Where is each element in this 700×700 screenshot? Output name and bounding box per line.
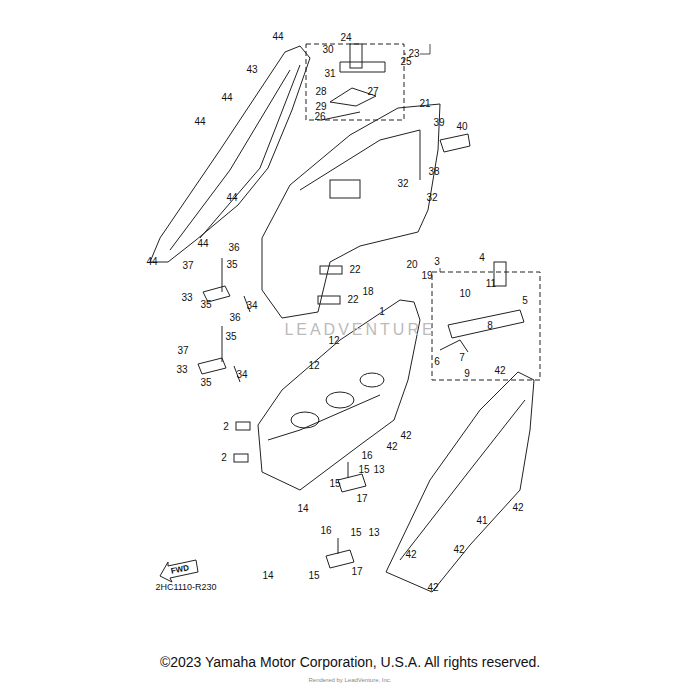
callout-number: 32 — [397, 179, 408, 189]
callout-number: 7 — [459, 353, 465, 363]
callout-number: 44 — [197, 239, 208, 249]
callout-number: 44 — [194, 117, 205, 127]
callout-number: 21 — [419, 99, 430, 109]
callout-number: 43 — [246, 65, 257, 75]
callout-number: 14 — [262, 571, 273, 581]
callout-number: 29 — [315, 102, 326, 112]
callout-number: 44 — [146, 257, 157, 267]
callout-number: 25 — [400, 57, 411, 67]
callout-number: 19 — [421, 271, 432, 281]
callout-number: 22 — [347, 295, 358, 305]
callout-number: 34 — [246, 301, 257, 311]
callout-number: 39 — [433, 118, 444, 128]
callout-number: 44 — [221, 93, 232, 103]
callout-number: 1 — [379, 307, 385, 317]
callout-number: 30 — [322, 45, 333, 55]
callout-number: 20 — [406, 260, 417, 270]
group-box — [432, 272, 540, 380]
callout-number: 35 — [200, 378, 211, 388]
callout-number: 6 — [434, 357, 440, 367]
callout-number: 35 — [226, 260, 237, 270]
callout-number: 14 — [297, 504, 308, 514]
callout-number: 8 — [487, 321, 493, 331]
callout-number: 10 — [459, 289, 470, 299]
callout-number: 44 — [272, 32, 283, 42]
callout-number: 36 — [229, 313, 240, 323]
watermark: LEADVENTURE — [284, 322, 435, 338]
callout-number: 28 — [315, 87, 326, 97]
callout-number: 18 — [362, 287, 373, 297]
callout-number: 42 — [453, 545, 464, 555]
callout-number: 44 — [226, 193, 237, 203]
direction-label: FWD — [170, 564, 189, 576]
callout-number: 15 — [350, 528, 361, 538]
callout-number: 27 — [367, 87, 378, 97]
callout-number: 38 — [428, 167, 439, 177]
callout-number: 16 — [320, 526, 331, 536]
callout-number: 15 — [329, 479, 340, 489]
callout-number: 26 — [314, 112, 325, 122]
callout-number: 37 — [182, 261, 193, 271]
group-box — [306, 44, 404, 120]
credit-note: Rendered by LeadVenture, Inc. — [308, 677, 391, 683]
callout-number: 33 — [181, 293, 192, 303]
callout-number: 42 — [400, 431, 411, 441]
side-panel — [386, 372, 534, 592]
callout-number: 5 — [522, 296, 528, 306]
callout-number: 40 — [456, 122, 467, 132]
callout-number: 2 — [221, 453, 227, 463]
callout-number: 42 — [405, 550, 416, 560]
callout-number: 2 — [223, 422, 229, 432]
callout-number: 31 — [324, 69, 335, 79]
callout-number: 22 — [349, 265, 360, 275]
callout-number: 13 — [368, 528, 379, 538]
callout-number: 35 — [225, 332, 236, 342]
callout-number: 24 — [340, 33, 351, 43]
callout-number: 42 — [386, 442, 397, 452]
side-panel — [150, 46, 310, 262]
callout-number: 17 — [356, 494, 367, 504]
callout-number: 13 — [373, 465, 384, 475]
diagram-code: 2HC1110-R230 — [155, 583, 216, 592]
callout-number: 34 — [236, 370, 247, 380]
callout-number: 4 — [479, 253, 485, 263]
callout-number: 12 — [308, 361, 319, 371]
callout-number: 35 — [200, 300, 211, 310]
callout-number: 42 — [494, 366, 505, 376]
callout-number: 37 — [177, 346, 188, 356]
forward-arrow — [160, 560, 198, 582]
callout-number: 41 — [476, 516, 487, 526]
callout-number: 11 — [486, 279, 496, 289]
callout-number: 9 — [464, 369, 470, 379]
callout-number: 17 — [351, 567, 362, 577]
callout-number: 3 — [434, 257, 440, 267]
callout-number: 16 — [361, 451, 372, 461]
callout-number: 33 — [176, 365, 187, 375]
copyright-notice: ©2023 Yamaha Motor Corporation, U.S.A. A… — [160, 655, 540, 669]
door-panel — [262, 104, 440, 318]
callout-number: 42 — [427, 583, 438, 593]
callout-number: 15 — [308, 571, 319, 581]
callout-number: 15 — [358, 465, 369, 475]
callout-number: 32 — [426, 193, 437, 203]
callout-number: 42 — [512, 503, 523, 513]
callout-number: 36 — [228, 243, 239, 253]
